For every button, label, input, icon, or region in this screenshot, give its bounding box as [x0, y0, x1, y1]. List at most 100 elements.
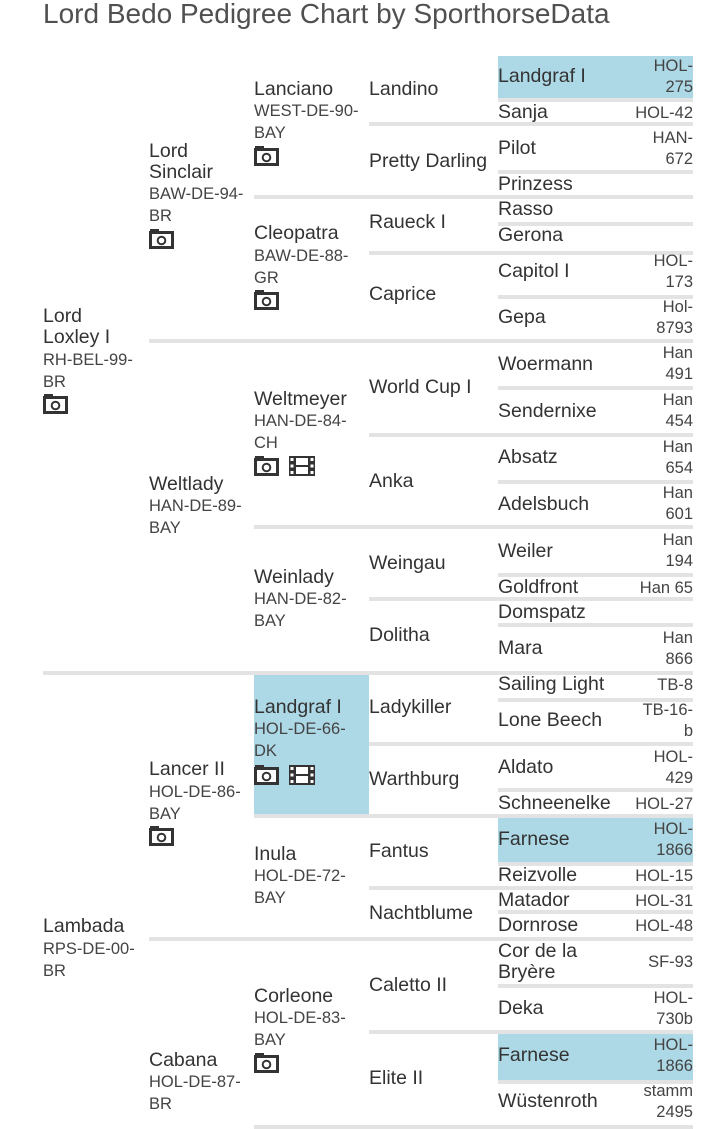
camera-icon[interactable]: [254, 765, 279, 785]
horse-name-g3-0[interactable]: Lanciano: [254, 78, 334, 100]
horse-reg-g3-5: HOL-DE-72-BAY: [254, 867, 346, 907]
horse-name-g5-25[interactable]: Deka: [498, 997, 544, 1019]
divider-g5: [498, 862, 693, 866]
film-icon[interactable]: [289, 765, 316, 785]
horse-name-g4-13[interactable]: Elite II: [369, 1067, 424, 1089]
horse-name-g4-12[interactable]: Caletto II: [369, 974, 448, 996]
horse-name-g5-0[interactable]: Landgraf I: [498, 65, 586, 87]
horse-name-g5-19[interactable]: Schneenelke: [498, 792, 611, 814]
highlight-g5-26: [498, 1034, 693, 1081]
horse-name-g3-3[interactable]: Weinlady: [254, 566, 334, 588]
horse-name-g5-23[interactable]: Dornrose: [498, 914, 579, 936]
horse-name-g5-17[interactable]: Lone Beech: [498, 709, 603, 731]
horse-name-g5-20[interactable]: Farnese: [498, 828, 570, 850]
horse-reg-g2-2: HOL-DE-86-BAY: [149, 783, 241, 823]
horse-name-g5-16[interactable]: Sailing Light: [498, 673, 605, 695]
horse-reg-g3-2: HAN-DE-84-CH: [254, 412, 347, 452]
horse-name-g2-2[interactable]: Lancer II: [149, 758, 225, 780]
horse-name-g5-15[interactable]: Mara: [498, 637, 543, 659]
horse-name-g1-0[interactable]: Lord Loxley I: [43, 305, 111, 348]
horse-name-g3-1[interactable]: Cleopatra: [254, 222, 339, 244]
horse-name-g5-5[interactable]: Gerona: [498, 224, 564, 246]
horse-name-g4-7[interactable]: Dolitha: [369, 624, 430, 646]
horse-reg-g5-7: Hol-8793: [656, 298, 693, 337]
horse-name-g5-12[interactable]: Weiler: [498, 540, 553, 562]
horse-name-g5-3[interactable]: Prinzess: [498, 173, 573, 195]
horse-name-g5-18[interactable]: Aldato: [498, 756, 554, 778]
horse-name-g3-5[interactable]: Inula: [254, 843, 297, 865]
divider-g3: [254, 1125, 693, 1129]
media-icons: [149, 826, 180, 846]
horse-reg-g5-22: HOL-31: [635, 892, 693, 910]
horse-name-g5-9[interactable]: Sendernixe: [498, 400, 597, 422]
horse-name-g2-1[interactable]: Weltlady: [149, 473, 224, 495]
camera-icon[interactable]: [254, 290, 279, 310]
horse-name-g5-8[interactable]: Woermann: [498, 353, 594, 375]
divider-g5: [498, 480, 693, 484]
horse-name-g5-7[interactable]: Gepa: [498, 306, 546, 328]
horse-name-g5-13[interactable]: Goldfront: [498, 576, 579, 598]
divider-g5: [498, 623, 693, 627]
divider-g5: [498, 222, 693, 226]
horse-name-g3-4[interactable]: Landgraf I: [254, 696, 342, 718]
divider-g5: [498, 295, 693, 299]
horse-reg-g5-26: HOL-1866: [653, 1036, 693, 1075]
horse-reg-g5-18: HOL-429: [653, 748, 693, 787]
horse-name-g5-26[interactable]: Farnese: [498, 1044, 570, 1066]
divider-g5: [498, 984, 693, 988]
horse-name-g5-4[interactable]: Rasso: [498, 198, 554, 220]
camera-icon[interactable]: [254, 1053, 279, 1073]
horse-reg-g3-6: HOL-DE-83-BAY: [254, 1009, 346, 1049]
divider-g5: [498, 386, 693, 390]
horse-name-g5-24[interactable]: Cor de la Bryère: [498, 940, 578, 983]
horse-name-g5-6[interactable]: Capitol I: [498, 260, 570, 282]
camera-icon[interactable]: [149, 826, 174, 846]
horse-reg-g1-0: RH-BEL-99-BR: [43, 351, 133, 391]
horse-name-g5-2[interactable]: Pilot: [498, 137, 536, 159]
camera-icon[interactable]: [254, 456, 279, 476]
divider-g3: [254, 195, 693, 199]
horse-reg-g5-1: HOL-42: [635, 104, 693, 122]
horse-name-g4-11[interactable]: Nachtblume: [369, 902, 474, 924]
divider-g5: [498, 573, 693, 577]
horse-name-g4-4[interactable]: World Cup I: [369, 376, 472, 398]
divider-g4: [369, 1030, 693, 1034]
horse-reg-g2-1: HAN-DE-89-BAY: [149, 497, 242, 537]
horse-name-g3-6[interactable]: Corleone: [254, 985, 334, 1007]
horse-name-g5-1[interactable]: Sanja: [498, 101, 548, 123]
horse-reg-g5-2: HAN-672: [652, 129, 693, 168]
horse-name-g4-10[interactable]: Fantus: [369, 840, 429, 862]
camera-icon[interactable]: [254, 146, 279, 166]
divider-g1: [43, 671, 693, 675]
horse-reg-g5-19: HOL-27: [635, 795, 693, 813]
camera-icon[interactable]: [43, 394, 68, 414]
horse-name-g1-1[interactable]: Lambada: [43, 915, 125, 937]
horse-name-g5-27[interactable]: Wüstenroth: [498, 1090, 598, 1112]
horse-name-g5-14[interactable]: Domspatz: [498, 601, 586, 623]
horse-name-g4-1[interactable]: Pretty Darling: [369, 150, 488, 172]
horse-reg-g3-3: HAN-DE-82-BAY: [254, 590, 347, 630]
horse-reg-g5-20: HOL-1866: [653, 820, 693, 859]
horse-name-g3-2[interactable]: Weltmeyer: [254, 388, 347, 410]
horse-name-g4-9[interactable]: Warthburg: [369, 768, 460, 790]
horse-name-g4-6[interactable]: Weingau: [369, 552, 446, 574]
horse-name-g4-5[interactable]: Anka: [369, 470, 414, 492]
divider-g3: [254, 814, 693, 818]
horse-name-g2-3[interactable]: Cabana: [149, 1049, 218, 1071]
horse-name-g5-11[interactable]: Adelsbuch: [498, 493, 590, 515]
horse-name-g4-0[interactable]: Landino: [369, 78, 439, 100]
film-icon[interactable]: [289, 456, 316, 476]
horse-name-g4-8[interactable]: Ladykiller: [369, 696, 452, 718]
divider-g2: [149, 937, 693, 941]
horse-name-g5-21[interactable]: Reizvolle: [498, 864, 578, 886]
horse-name-g2-0[interactable]: Lord Sinclair: [149, 140, 213, 183]
camera-icon[interactable]: [149, 229, 174, 249]
horse-name-g5-22[interactable]: Matador: [498, 889, 570, 911]
divider-g5: [498, 170, 693, 174]
horse-name-g4-2[interactable]: Raueck I: [369, 211, 446, 233]
horse-name-g5-10[interactable]: Absatz: [498, 446, 558, 468]
horse-reg-g5-13: Han 65: [639, 579, 693, 597]
horse-name-g4-3[interactable]: Caprice: [369, 283, 437, 305]
